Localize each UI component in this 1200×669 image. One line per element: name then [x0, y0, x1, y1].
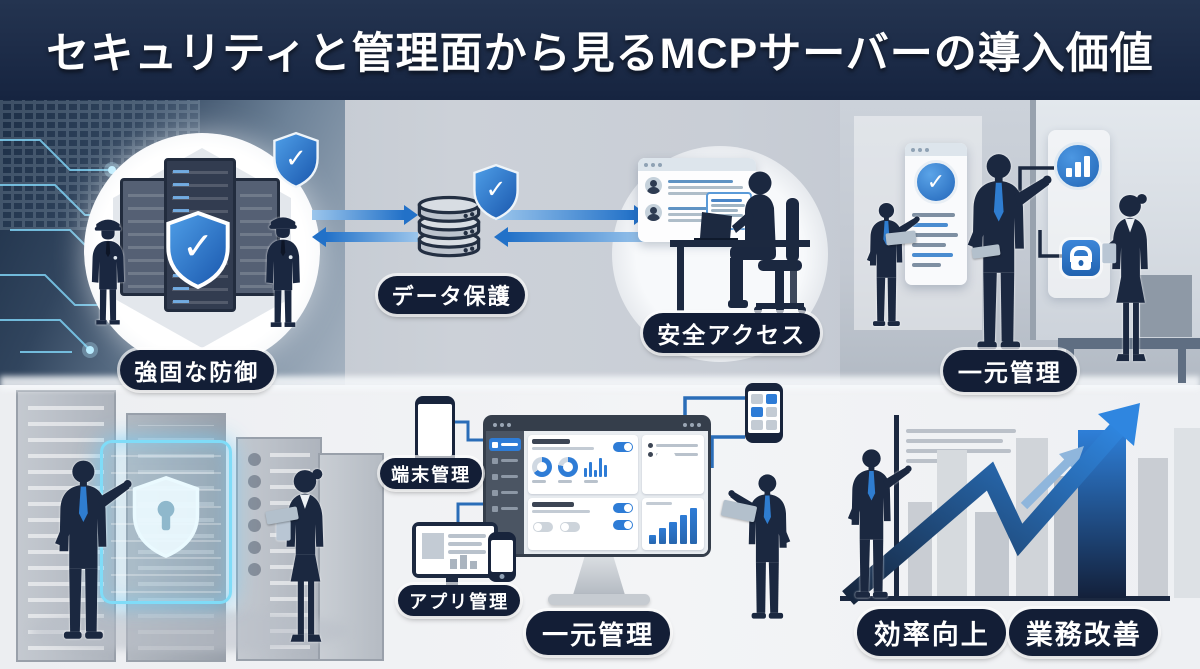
- shield-check-icon: ✓: [272, 130, 320, 190]
- businesswoman-silhouette: [1102, 192, 1162, 370]
- label-efficiency: 効率向上: [857, 609, 1007, 656]
- desk-and-laptop: [670, 212, 810, 311]
- cabinet: [1140, 275, 1192, 337]
- toggle-switch-off: [560, 522, 580, 532]
- window-titlebar: [905, 143, 967, 156]
- scene-growth: 効率向上 業務改善: [820, 385, 1200, 669]
- scene-central-dashboard: 端末管理: [380, 383, 830, 669]
- desktop-monitor-icon: [412, 522, 498, 578]
- label-strong-defense: 強固な防御: [120, 350, 274, 391]
- woman-with-laptop-silhouette: [276, 467, 338, 651]
- label-secure-access: 安全アクセス: [643, 313, 821, 354]
- dashboard-content: [524, 431, 708, 554]
- toggle-switch: [613, 503, 633, 513]
- holographic-security-screen: [100, 440, 232, 604]
- label-central-management-bottom: 一元管理: [526, 611, 671, 656]
- shield-check-icon: ✓: [165, 210, 231, 290]
- bar-chart-icon: [1054, 142, 1102, 190]
- monitor-neck: [446, 578, 458, 587]
- label-app-management: アプリ管理: [398, 585, 521, 617]
- ascending-bar-chart: [649, 506, 698, 544]
- page-title: セキュリティと管理面から見るMCPサーバーの導入価値: [46, 30, 1154, 78]
- toggle-switch-off: [533, 522, 553, 532]
- security-guard-silhouette: [260, 203, 306, 339]
- label-data-protection: データ保護: [378, 276, 526, 315]
- floor-shadow: [30, 610, 350, 652]
- user-profile-row: [638, 171, 756, 198]
- chart-bar: [1174, 428, 1200, 598]
- smartphone-icon: [488, 532, 516, 582]
- growth-arrow-icon: [842, 403, 1140, 605]
- database-icon: [417, 195, 481, 258]
- chart-y-axis: [894, 415, 899, 600]
- chart-bar: [1138, 458, 1168, 598]
- connector-line: [1018, 166, 1054, 196]
- window-titlebar: [638, 158, 756, 171]
- label-device-management: 端末管理: [380, 458, 483, 490]
- cabinet-vents: [248, 453, 261, 576]
- gauge-icon: [558, 457, 578, 477]
- sidebar-item: [489, 486, 521, 499]
- bidirectional-arrow: [312, 205, 418, 247]
- avatar: [645, 204, 662, 221]
- band-divider: [0, 376, 1200, 390]
- sidebar-item: [489, 470, 521, 483]
- dashboard-card-bars: [642, 498, 704, 550]
- dashboard-monitor: [483, 415, 711, 557]
- connector-line: [1038, 230, 1062, 258]
- sidebar-item: [489, 438, 521, 451]
- scene-server-room: [0, 385, 384, 669]
- shield-keyhole-icon: [132, 475, 200, 559]
- label-central-management-top: 一元管理: [943, 350, 1077, 392]
- businessman-with-laptop-silhouette: [862, 188, 920, 340]
- dashboard-card-gauges: [528, 435, 638, 494]
- toggle-switch: [613, 520, 633, 530]
- dashboard-card-toggles: [528, 498, 638, 550]
- scene-strong-defense: ✓ ✓ 強固な防御: [0, 100, 345, 391]
- scene-central-management-top: ✓ 一元管理: [840, 100, 1200, 392]
- smartphone-apps-icon: [745, 383, 783, 443]
- dashboard-card-donut: [642, 435, 704, 494]
- header: セキュリティと管理面から見るMCPサーバーの導入価値: [0, 0, 1200, 100]
- check-circle-icon: ✓: [914, 160, 958, 204]
- avatar: [645, 177, 662, 194]
- scene-data-protection: ✓ データ保護: [345, 100, 600, 385]
- monitor-base: [548, 594, 650, 605]
- scene-secure-access: 安全アクセス: [600, 100, 840, 385]
- mini-bar-chart: [584, 455, 607, 477]
- lock-icon: [1062, 240, 1100, 276]
- gauge-icon: [532, 457, 552, 477]
- connector-line: [683, 396, 745, 468]
- monitor-titlebar: [486, 418, 708, 431]
- sidebar-item: [489, 454, 521, 467]
- label-business-improvement: 業務改善: [1009, 609, 1159, 656]
- presenter-silhouette: [728, 445, 796, 647]
- connector-line: [456, 502, 486, 526]
- shield-check-icon: ✓: [472, 163, 520, 221]
- businessman-presenting-silhouette: [842, 447, 912, 599]
- chart-bar: [975, 512, 1009, 598]
- connector-line: [454, 420, 486, 442]
- sidebar-item: [489, 502, 521, 515]
- toggle-switch: [613, 442, 633, 452]
- desk-leg: [1178, 349, 1186, 383]
- security-guard-silhouette: [86, 203, 130, 339]
- technician-pointing-silhouette: [48, 453, 132, 645]
- smartphone-icon: [415, 396, 455, 466]
- monitor-stand: [573, 557, 625, 595]
- chart-baseline: [840, 596, 1170, 601]
